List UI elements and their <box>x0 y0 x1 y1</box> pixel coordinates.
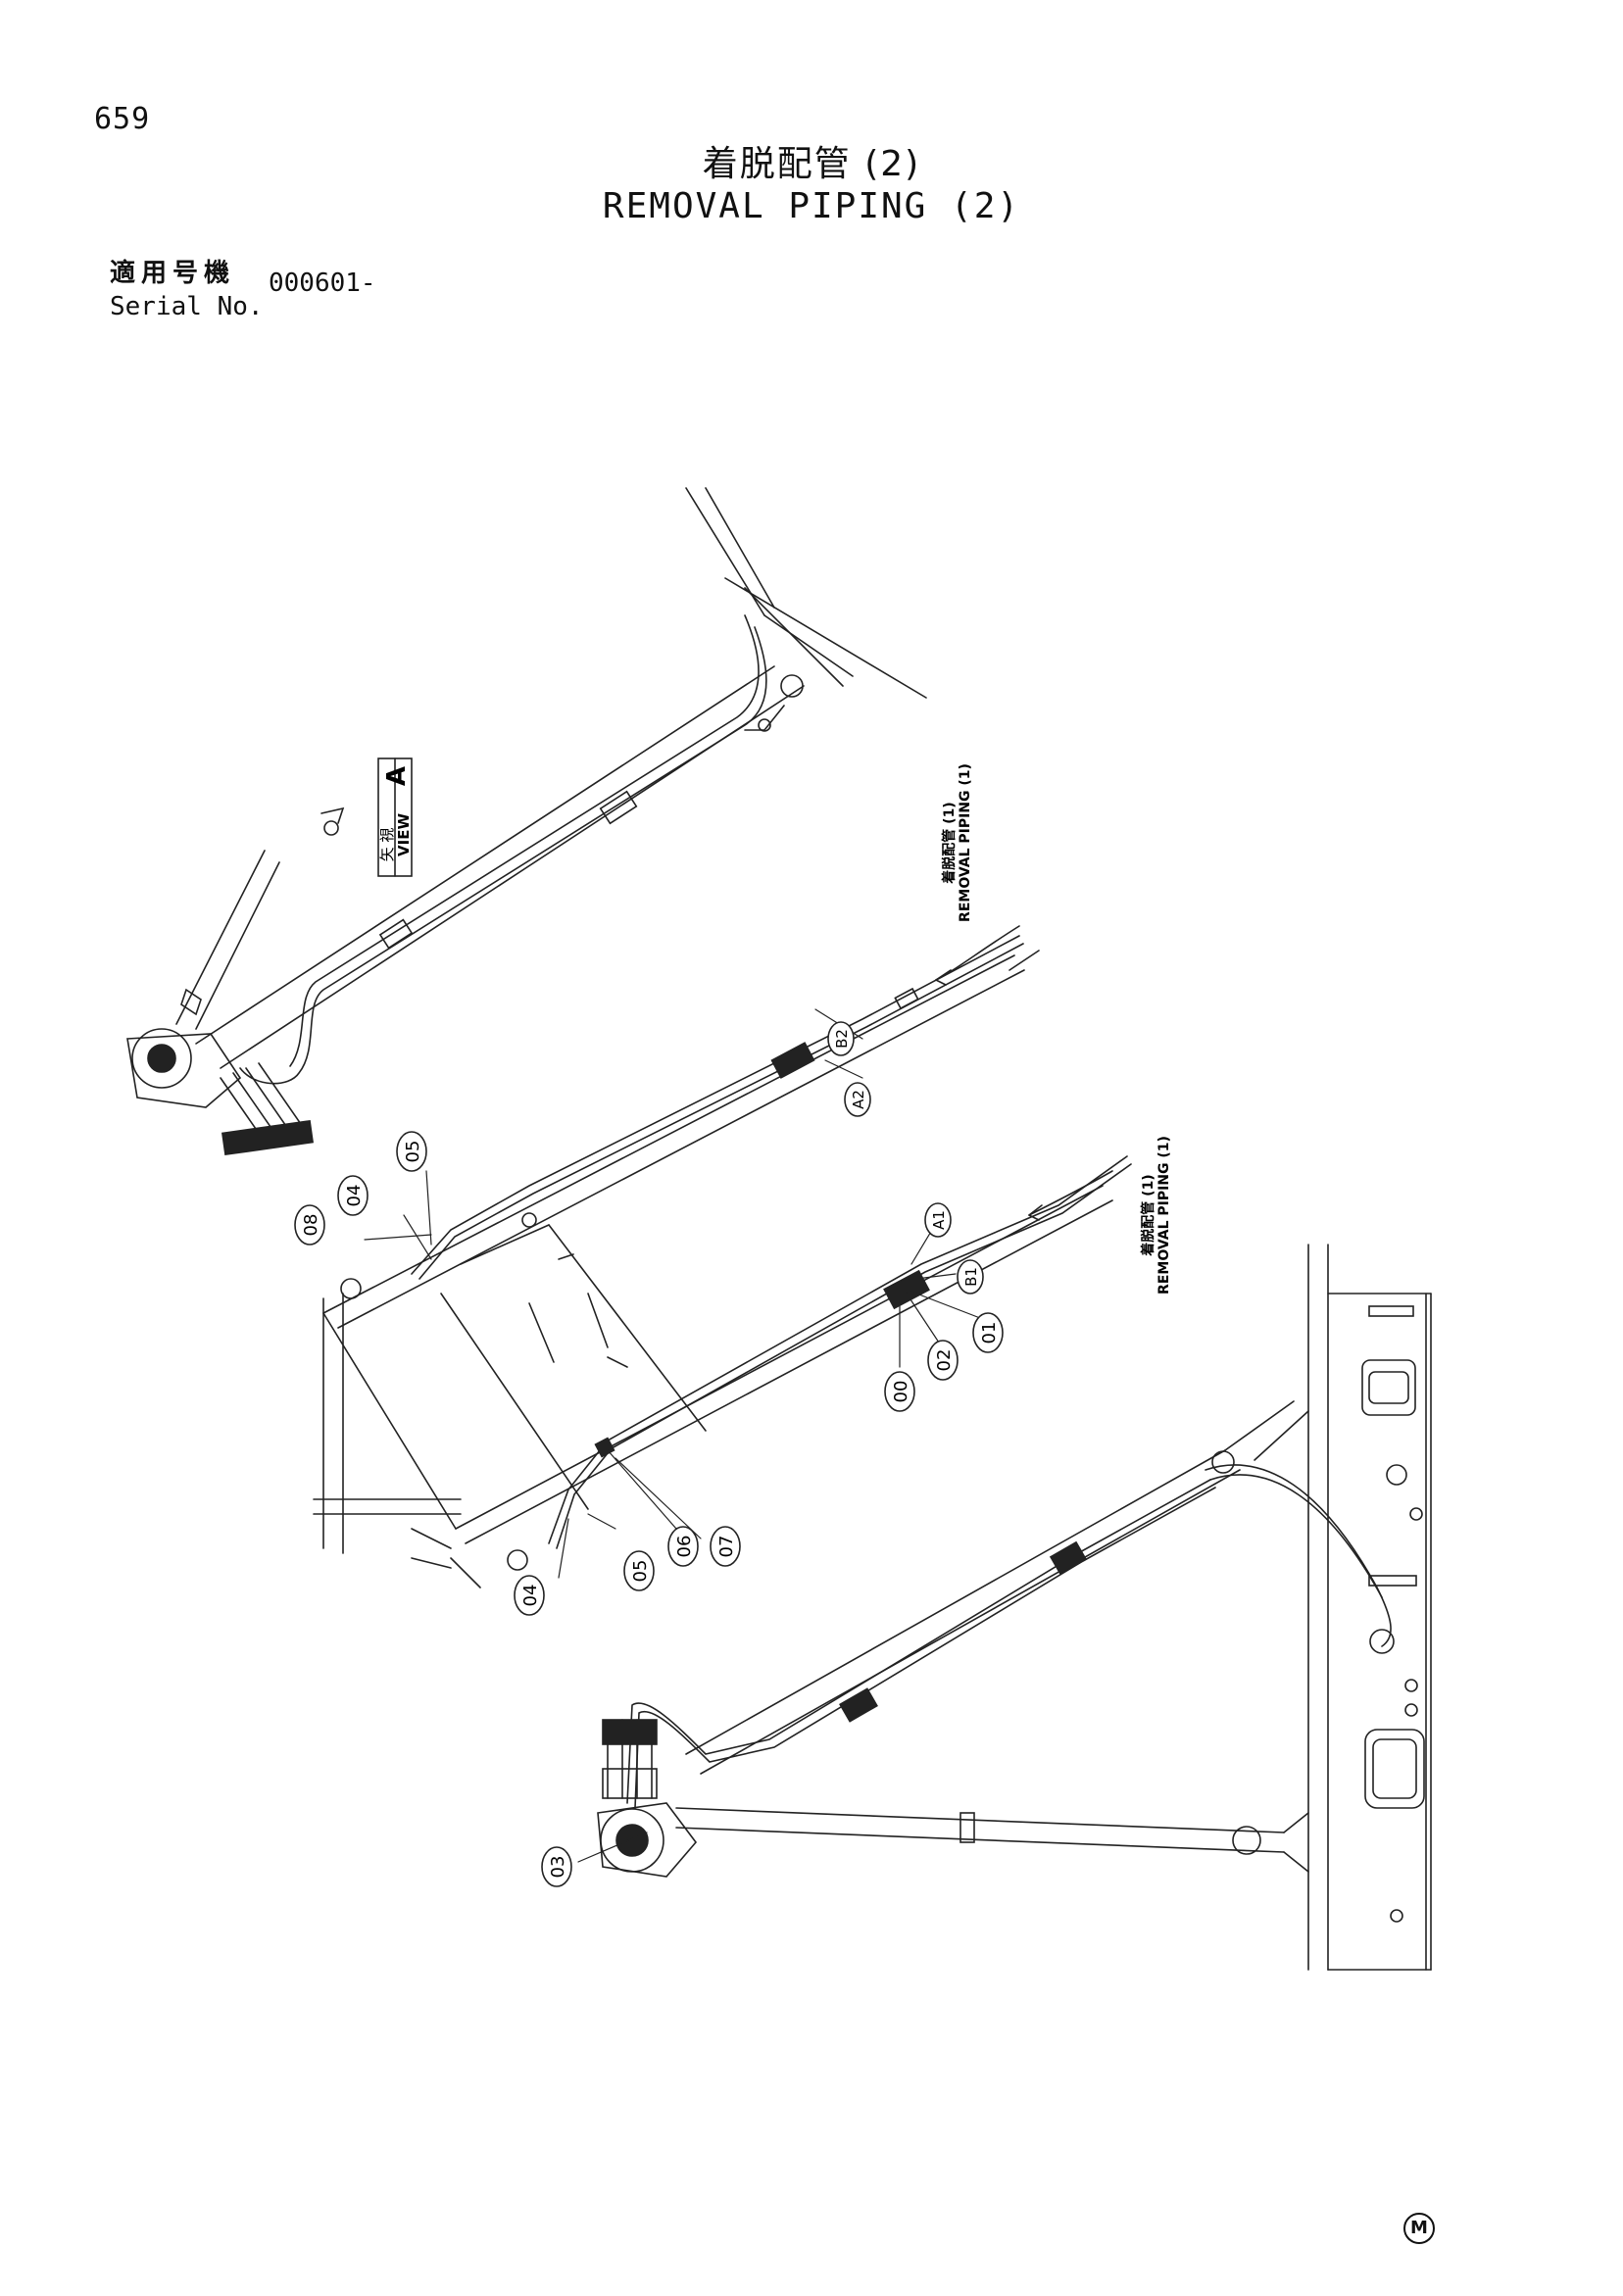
callout-02: 02 <box>927 1340 959 1381</box>
svg-text:VIEW: VIEW <box>395 813 413 856</box>
callout-04-bottom: 04 <box>514 1575 545 1616</box>
upper-boom-assembly <box>126 487 927 1156</box>
svg-text:REMOVAL PIPING (1): REMOVAL PIPING (1) <box>1156 1136 1172 1295</box>
lower-boom-assembly <box>597 1244 1432 1971</box>
svg-text:着脱配管 (1): 着脱配管 (1) <box>1140 1174 1156 1256</box>
svg-text:05: 05 <box>630 1560 651 1583</box>
svg-text:A2: A2 <box>850 1090 867 1109</box>
callout-a2: A2 <box>844 1082 871 1117</box>
reference-arrows <box>935 925 1113 1221</box>
svg-text:06: 06 <box>674 1536 695 1558</box>
callout-b2: B2 <box>827 1021 855 1056</box>
serial-label-japanese: 適用号機 <box>110 259 236 288</box>
svg-text:B1: B1 <box>962 1267 980 1287</box>
callout-03: 03 <box>541 1846 572 1887</box>
serial-label-english: Serial No. <box>110 292 264 321</box>
callout-05-top: 05 <box>396 1131 427 1172</box>
svg-text:08: 08 <box>301 1214 321 1237</box>
middle-arm-assembly <box>313 935 1132 1588</box>
manufacturer-mark: M <box>1403 2213 1435 2244</box>
view-a-text: 矢 視 VIEW A <box>378 766 413 861</box>
page-title-japanese: 着脱配管 (2) <box>702 144 921 184</box>
svg-text:矢 視: 矢 視 <box>378 828 396 862</box>
svg-text:00: 00 <box>891 1381 911 1403</box>
page-title-english: REMOVAL PIPING (2) <box>602 186 1021 226</box>
callout-b1: B1 <box>957 1259 984 1295</box>
page-number: 659 <box>94 102 151 136</box>
callout-a1: A1 <box>924 1202 952 1238</box>
svg-text:07: 07 <box>716 1536 737 1558</box>
callout-04-top: 04 <box>337 1175 369 1216</box>
callout-06: 06 <box>667 1526 699 1567</box>
svg-text:04: 04 <box>344 1185 365 1207</box>
svg-text:着脱配管 (1): 着脱配管 (1) <box>941 802 958 884</box>
leader-lines <box>364 1008 981 1863</box>
svg-text:04: 04 <box>520 1585 541 1607</box>
serial-number-value: 000601- <box>269 269 376 298</box>
svg-text:A1: A1 <box>930 1210 948 1230</box>
svg-text:01: 01 <box>979 1322 1000 1344</box>
view-a-label <box>320 757 413 877</box>
svg-text:05: 05 <box>403 1141 423 1163</box>
svg-text:REMOVAL PIPING (1): REMOVAL PIPING (1) <box>958 763 973 922</box>
callout-05-bottom: 05 <box>623 1550 655 1591</box>
callout-07: 07 <box>710 1526 741 1567</box>
callout-01: 01 <box>972 1312 1004 1353</box>
svg-text:B2: B2 <box>833 1029 851 1049</box>
reference-removal-piping-upper: 着脱配管 (1) REMOVAL PIPING (1) <box>941 763 973 922</box>
callout-08: 08 <box>294 1204 325 1246</box>
callout-00: 00 <box>884 1371 915 1412</box>
svg-text:03: 03 <box>548 1856 568 1879</box>
reference-removal-piping-lower: 着脱配管 (1) REMOVAL PIPING (1) <box>1140 1136 1172 1295</box>
svg-text:02: 02 <box>934 1349 955 1372</box>
svg-text:A: A <box>382 766 412 786</box>
